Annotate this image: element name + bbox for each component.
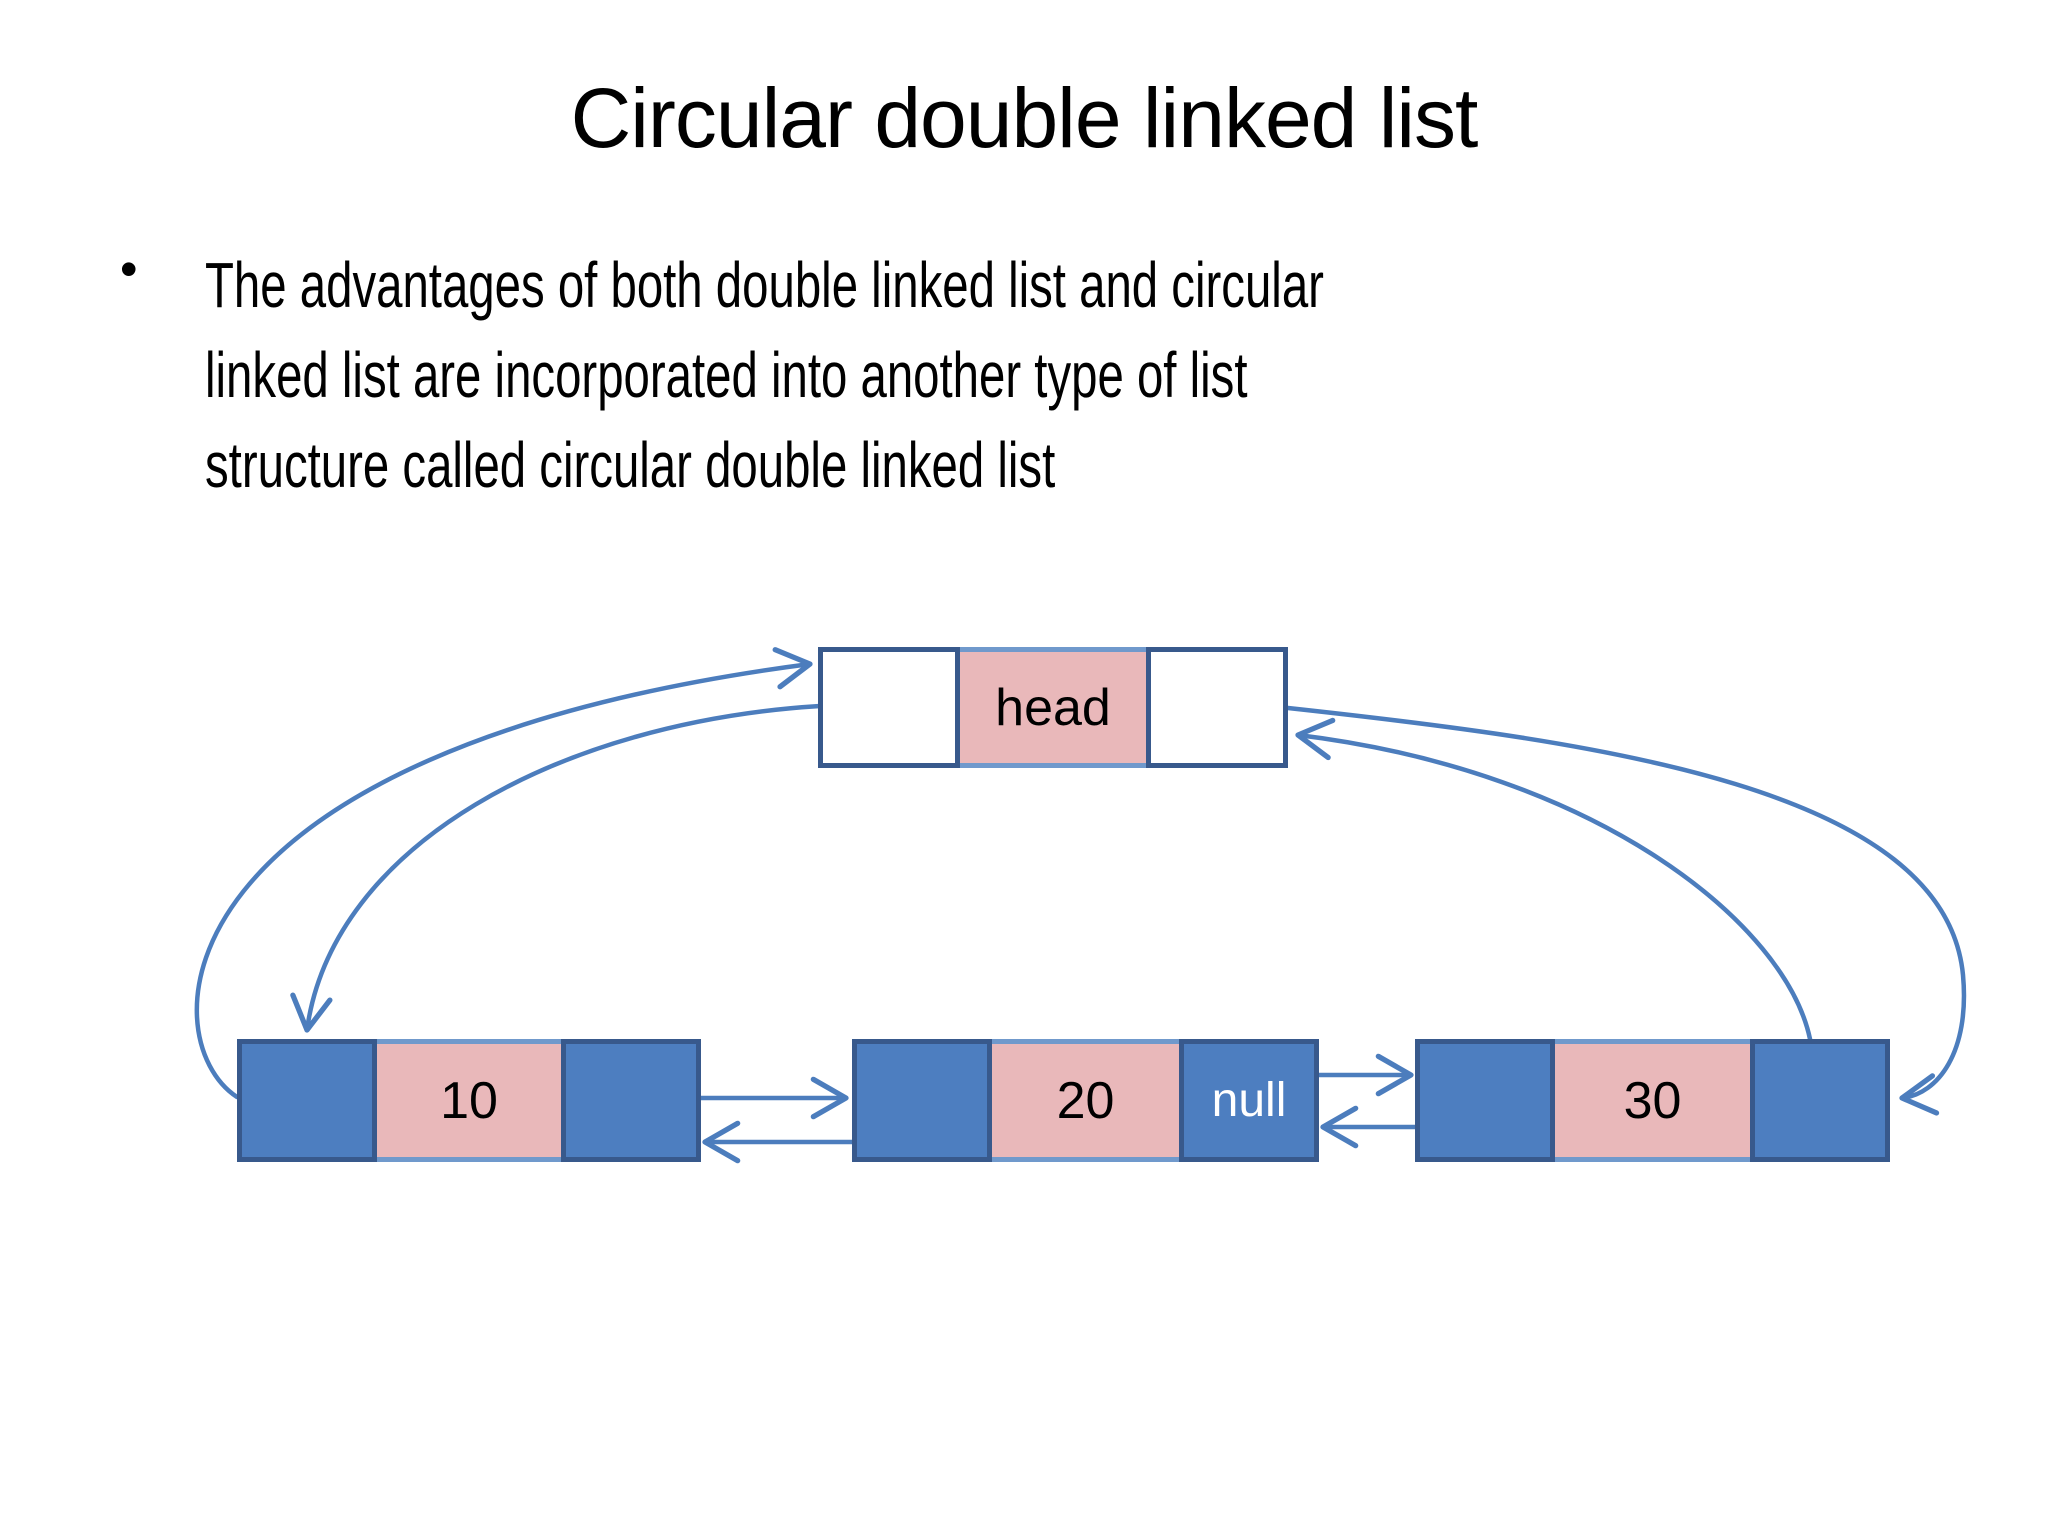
- bullet-line: linked list are incorporated into anothe…: [205, 339, 1248, 411]
- prev-pointer-cell: [237, 1039, 377, 1162]
- head-next-pointer-cell: [1146, 647, 1288, 768]
- bullet-line: The advantages of both double linked lis…: [205, 249, 1324, 321]
- head-node: head: [818, 647, 1288, 768]
- arrow-head-to-node30: [1285, 705, 1967, 1116]
- head-prev-pointer-cell: [818, 647, 960, 768]
- node-value: 10: [440, 1071, 498, 1130]
- next-pointer-cell: null: [1179, 1039, 1319, 1162]
- null-label: null: [1211, 1074, 1287, 1127]
- arrow-node30-to-head: [1295, 717, 1813, 1042]
- list-node-30: 30: [1415, 1039, 1890, 1162]
- bullet-line: structure called circular double linked …: [205, 429, 1056, 501]
- prev-pointer-cell: [852, 1039, 992, 1162]
- bullet-marker: •: [120, 241, 138, 297]
- node-value: 20: [1056, 1071, 1115, 1130]
- list-node-10: 10: [237, 1039, 701, 1162]
- next-pointer-cell: [561, 1039, 701, 1162]
- node-value: 30: [1623, 1071, 1682, 1130]
- next-pointer-cell: [1750, 1039, 1890, 1162]
- head-label: head: [995, 678, 1111, 737]
- bullet-text: The advantages of both double linked lis…: [205, 240, 1324, 510]
- arrow-head-to-node10: [290, 703, 823, 1033]
- page-title: Circular double linked list: [570, 71, 1479, 165]
- list-node-20: 20 null: [852, 1039, 1319, 1162]
- arrow-node10-to-head: [194, 647, 813, 1100]
- prev-pointer-cell: [1415, 1039, 1555, 1162]
